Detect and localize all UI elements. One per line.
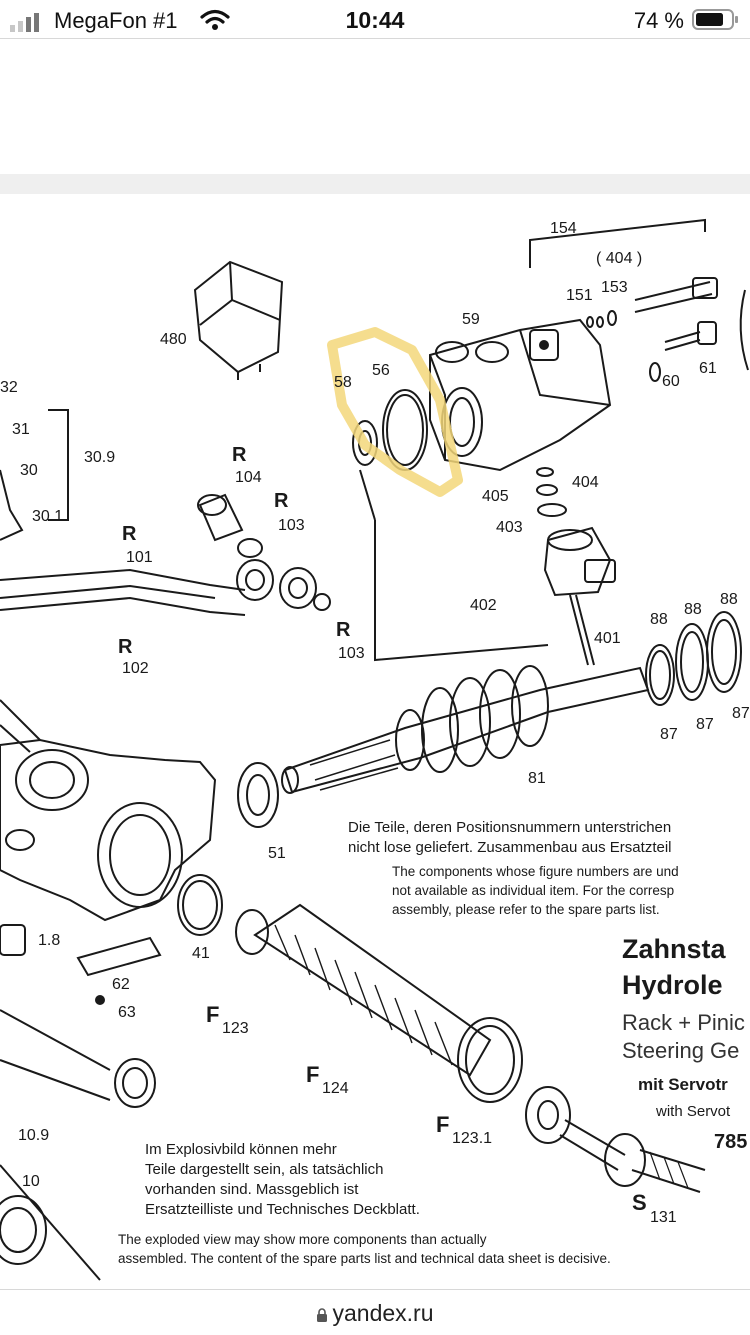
servo-de: mit Servotr xyxy=(638,1075,728,1094)
part-label: R xyxy=(232,444,247,466)
part-label: 32 xyxy=(0,379,18,396)
part-label: 41 xyxy=(192,945,210,962)
note-en-line-2: not available as individual item. For th… xyxy=(392,883,674,898)
title-en-line-1: Rack + Pinic xyxy=(622,1010,745,1035)
part-label: 151 xyxy=(566,287,593,304)
part-label: 62 xyxy=(112,976,130,993)
part-label: 10.9 xyxy=(18,1127,49,1144)
part-label: 124 xyxy=(322,1080,349,1097)
part-label: 404 xyxy=(572,474,599,491)
status-divider xyxy=(0,38,750,39)
part-label: 59 xyxy=(462,311,480,328)
part-label: 87 xyxy=(660,726,678,743)
explode-de-line-4: Ersatzteilliste und Technisches Deckblat… xyxy=(145,1201,420,1218)
wifi-icon xyxy=(200,9,230,30)
part-label: 30.9 xyxy=(84,449,115,466)
part-label: 101 xyxy=(126,549,153,566)
browser-url-bar[interactable]: yandex.ru xyxy=(0,1289,750,1335)
explode-de-line-3: vorhanden sind. Massgeblich ist xyxy=(145,1181,359,1198)
part-label: F xyxy=(436,1112,449,1137)
note-de-line-1: Die Teile, deren Positionsnummern unters… xyxy=(348,819,671,836)
part-label: 61 xyxy=(699,360,717,377)
part-label: 131 xyxy=(650,1209,677,1226)
part-label: 87 xyxy=(732,705,750,722)
part-label: 88 xyxy=(684,601,702,618)
part-label: 30.1 xyxy=(32,508,63,525)
part-label: 401 xyxy=(594,630,621,647)
cellular-signal-icon xyxy=(10,13,39,32)
part-label: R xyxy=(118,636,133,658)
part-label: 87 xyxy=(696,716,714,733)
part-number: 785 xyxy=(714,1131,747,1153)
carrier-name: MegaFon #1 xyxy=(54,8,178,33)
part-label: S xyxy=(632,1190,647,1215)
part-label: 102 xyxy=(122,660,149,677)
part-label: 154 xyxy=(550,220,577,237)
part-label: 403 xyxy=(496,519,523,536)
part-label: R xyxy=(336,619,351,641)
part-label: 60 xyxy=(662,373,680,390)
part-label: 123 xyxy=(222,1020,249,1037)
url-text: yandex.ru xyxy=(332,1300,434,1326)
part-label: F xyxy=(306,1062,319,1087)
explosion-disclaimer: Im Explosivbild können mehr Teile darges… xyxy=(118,1141,611,1266)
part-label: 123.1 xyxy=(452,1130,492,1147)
part-label: 153 xyxy=(601,279,628,296)
title-block: Zahnsta Hydrole Rack + Pinic Steering Ge… xyxy=(622,934,747,1153)
note-de-line-2: nicht lose geliefert. Zusammenbau aus Er… xyxy=(348,839,672,856)
servo-en: with Servot xyxy=(655,1103,731,1120)
part-label: 51 xyxy=(268,845,286,862)
explode-en-line-1: The exploded view may show more componen… xyxy=(118,1232,487,1247)
part-label: 480 xyxy=(160,331,187,348)
explode-de-line-1: Im Explosivbild können mehr xyxy=(145,1141,337,1158)
explode-en-line-2: assembled. The content of the spare part… xyxy=(118,1251,611,1266)
explode-de-line-2: Teile dargestellt sein, als tatsächlich xyxy=(145,1161,383,1178)
part-label: 58 xyxy=(334,374,352,391)
page-separator-band xyxy=(0,174,750,194)
note-en-line-1: The components whose figure numbers are … xyxy=(392,864,679,879)
part-label: R xyxy=(122,523,137,545)
title-de-line-2: Hydrole xyxy=(622,970,723,1000)
notes: Die Teile, deren Positionsnummern unters… xyxy=(348,819,679,917)
title-en-line-2: Steering Ge xyxy=(622,1038,739,1063)
part-label: ( 404 ) xyxy=(596,250,642,267)
part-label: 1.8 xyxy=(38,932,60,949)
clock: 10:44 xyxy=(345,7,405,33)
lock-icon xyxy=(317,1308,328,1322)
battery-percentage: 74 % xyxy=(633,8,684,33)
part-label: 405 xyxy=(482,488,509,505)
part-label: 81 xyxy=(528,770,546,787)
part-label: 104 xyxy=(235,469,262,486)
part-number-labels: 154 ( 404 ) 151 153 59 480 56 58 60 61 3… xyxy=(0,220,750,1226)
part-label: 63 xyxy=(118,1004,136,1021)
part-label: F xyxy=(206,1002,219,1027)
part-label: 103 xyxy=(338,645,365,662)
note-en-line-3: assembly, please refer to the spare part… xyxy=(392,902,660,917)
status-bar: MegaFon #1 10:44 74 % xyxy=(0,0,750,40)
battery-icon xyxy=(692,9,738,30)
title-de-line-1: Zahnsta xyxy=(622,934,727,964)
url-display[interactable]: yandex.ru xyxy=(0,1300,750,1327)
part-label: 402 xyxy=(470,597,497,614)
diagram-svg: 154 ( 404 ) 151 153 59 480 56 58 60 61 3… xyxy=(0,218,750,1281)
part-label: 30 xyxy=(20,462,38,479)
part-label: 10 xyxy=(22,1173,40,1190)
diagram-drawing xyxy=(0,218,749,1281)
part-label: 31 xyxy=(12,421,30,438)
part-label: 88 xyxy=(720,591,738,608)
part-label: 103 xyxy=(278,517,305,534)
part-label: R xyxy=(274,490,289,512)
exploded-parts-diagram[interactable]: 154 ( 404 ) 151 153 59 480 56 58 60 61 3… xyxy=(0,194,750,1289)
part-label: 56 xyxy=(372,362,390,379)
highlight-marker xyxy=(327,327,463,497)
part-label: 88 xyxy=(650,611,668,628)
